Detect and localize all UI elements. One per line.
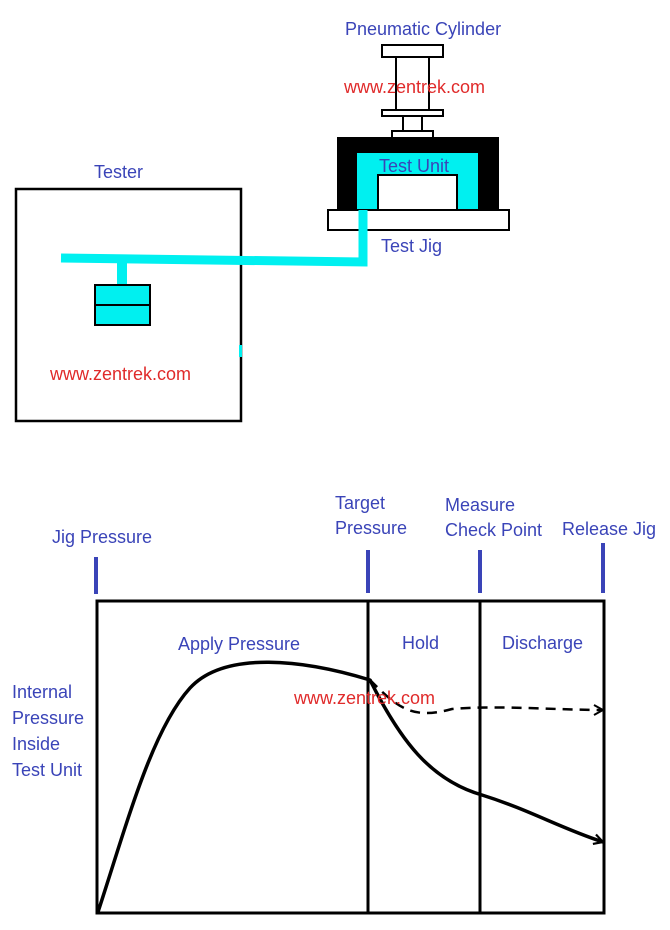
marker-tick-jig: [94, 557, 98, 594]
measure-label-line2: Check Point: [445, 520, 542, 540]
test-unit: [337, 137, 499, 212]
phase-hold-label: Hold: [402, 633, 439, 653]
test-jig: [327, 209, 510, 231]
watermark-top: www.zentrek.com: [343, 77, 485, 97]
phase-apply-label: Apply Pressure: [178, 634, 300, 654]
watermark-graph: www.zentrek.com: [293, 688, 435, 708]
pressure-curve-leak: [368, 679, 603, 842]
jig-pressure-label: Jig Pressure: [52, 527, 152, 547]
pressure-curve-pass-dashed: [369, 679, 603, 713]
pressure-sensor: [94, 284, 151, 326]
marker-tick-release: [601, 543, 605, 593]
measure-label-line1: Measure: [445, 495, 515, 515]
tester-label: Tester: [94, 162, 143, 182]
marker-tick-measure: [478, 550, 482, 593]
air-pipe: [60, 210, 368, 286]
target-pressure-label-line2: Pressure: [335, 518, 407, 538]
y-axis-label-line2: Pressure: [12, 708, 84, 728]
pressure-curve-apply: [96, 660, 372, 914]
y-axis-label-line1: Internal: [12, 682, 72, 702]
tester-box: [14, 187, 243, 423]
cylinder-label: Pneumatic Cylinder: [345, 19, 501, 39]
graph-frame: [95, 599, 606, 915]
marker-tick-target: [366, 550, 370, 593]
release-jig-label: Release Jig: [562, 519, 656, 539]
watermark-tester: www.zentrek.com: [49, 364, 191, 384]
target-pressure-label-line1: Target: [335, 493, 385, 513]
y-axis-label-line4: Test Unit: [12, 760, 82, 780]
test-jig-label: Test Jig: [381, 236, 442, 256]
y-axis-label-line3: Inside: [12, 734, 60, 754]
tester-edge-mark: [239, 345, 242, 357]
phase-discharge-label: Discharge: [502, 633, 583, 653]
test-unit-label: Test Unit: [379, 156, 449, 176]
